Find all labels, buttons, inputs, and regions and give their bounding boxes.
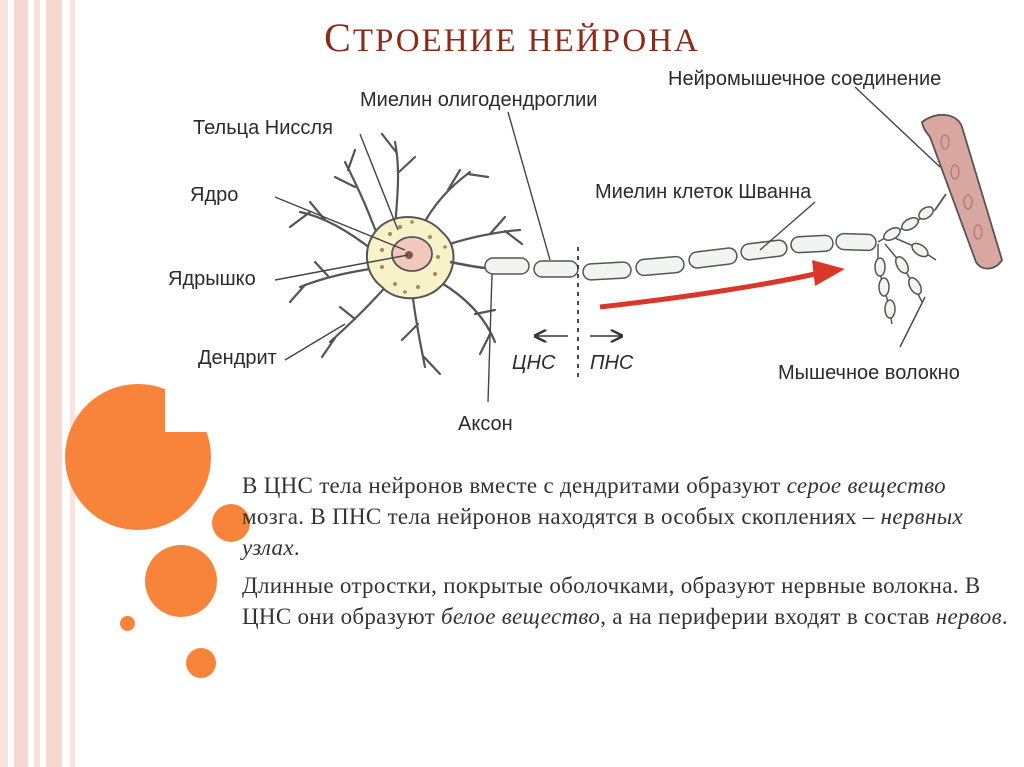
decor-stripe bbox=[70, 0, 75, 767]
term-gray-matter: серое вещество bbox=[787, 473, 946, 498]
label-nmj: Нейромышечное соединение bbox=[668, 68, 941, 91]
cns-myelin bbox=[485, 258, 578, 277]
text-run: мозга. В ПНС тела нейронов находятся в о… bbox=[242, 504, 881, 529]
text-run: . bbox=[1002, 604, 1008, 629]
decor-stripe bbox=[0, 0, 8, 767]
decor-stripe bbox=[34, 0, 40, 767]
decor-circle-tiny bbox=[120, 616, 135, 631]
label-oligo-myelin: Миелин олигодендроглии bbox=[360, 89, 597, 112]
axon-hillock bbox=[450, 262, 485, 268]
label-schwann-myelin: Миелин клеток Шванна bbox=[595, 181, 811, 204]
label-nucleus: Ядро bbox=[190, 184, 238, 207]
impulse-arrow bbox=[600, 274, 815, 307]
label-pns: ПНС bbox=[590, 352, 633, 375]
decor-circle-cutout bbox=[165, 380, 215, 432]
axon-terminals bbox=[875, 204, 936, 324]
decor-circle-medium bbox=[145, 545, 217, 617]
text-run: , а на периферии входят в состав bbox=[600, 604, 936, 629]
nmj-link bbox=[935, 194, 946, 210]
label-cns: ЦНС bbox=[512, 352, 555, 375]
label-nissl: Тельца Ниссля bbox=[193, 117, 333, 140]
paragraph-2: Длинные отростки, покрытые оболочками, о… bbox=[242, 570, 1012, 632]
label-dendrite: Дендрит bbox=[198, 347, 277, 370]
body-text: В ЦНС тела нейронов вместе с дендритами … bbox=[242, 470, 1012, 639]
text-run: . bbox=[294, 535, 300, 560]
decor-circle-small bbox=[186, 648, 216, 678]
decor-stripe bbox=[14, 0, 28, 767]
title-initial: С bbox=[324, 15, 353, 60]
term-white-matter: белое вещество bbox=[441, 604, 600, 629]
muscle-fiber-shape bbox=[922, 115, 1002, 269]
label-muscle-fiber: Мышечное волокно bbox=[778, 362, 960, 385]
label-nucleolus: Ядрышко bbox=[168, 268, 256, 291]
term-nerves: нервов bbox=[936, 604, 1002, 629]
neuron-diagram: Тельца Ниссля Ядро Ядрышко Дендрит Аксон… bbox=[150, 62, 1010, 442]
title-rest: ТРОЕНИЕ НЕЙРОНА bbox=[353, 23, 700, 59]
label-axon: Аксон bbox=[458, 413, 513, 436]
slide-title: СТРОЕНИЕ НЕЙРОНА bbox=[0, 14, 1024, 61]
text-run: В ЦНС тела нейронов вместе с дендритами … bbox=[242, 473, 787, 498]
paragraph-1: В ЦНС тела нейронов вместе с дендритами … bbox=[242, 470, 1012, 563]
impulse-arrowhead bbox=[812, 260, 845, 286]
decor-stripe bbox=[46, 0, 62, 767]
